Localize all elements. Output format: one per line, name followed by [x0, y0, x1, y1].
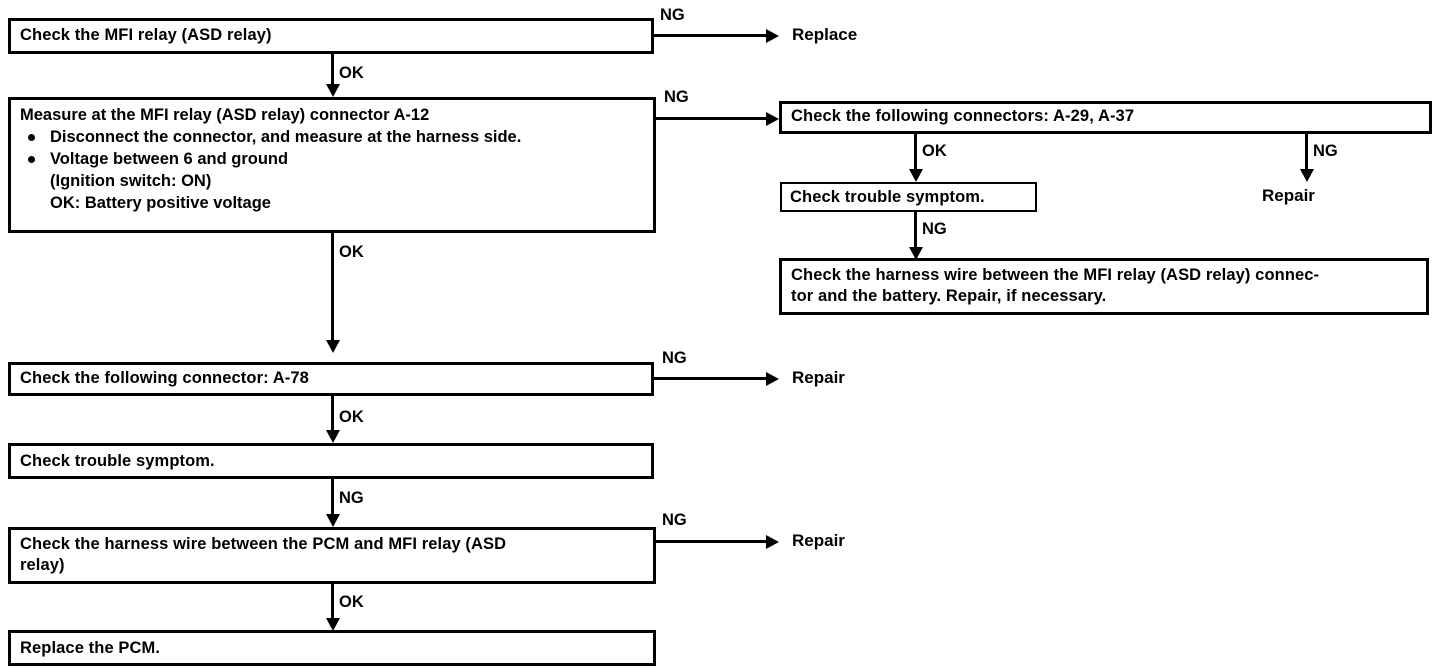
terminal-replace: Replace [792, 25, 858, 44]
node-check-mfi-relay-label: Check the MFI relay (ASD relay) [20, 26, 272, 44]
edge-harness-pcm-ng-arrowhead [766, 535, 779, 549]
edge-a78-ng-line [652, 377, 770, 380]
node-check-harness-battery: Check the harness wire between the MFI r… [779, 258, 1429, 315]
edge-connectors-ok-line [914, 134, 917, 172]
edge-label-ok-harness-pcm: OK [339, 593, 364, 611]
node-check-harness-pcm: Check the harness wire between the PCM a… [8, 527, 656, 584]
edge-measure-ng-line [654, 117, 770, 120]
node-check-harness-battery-label: Check the harness wire between the MFI r… [791, 266, 1320, 305]
edge-label-ng-harness-pcm: NG [662, 511, 687, 529]
edge-connectors-ng-arrowhead [1300, 169, 1314, 182]
node-check-mfi-relay: Check the MFI relay (ASD relay) [8, 18, 654, 54]
edge-a78-ng-arrowhead [766, 372, 779, 386]
edge-label-ng-relay: NG [660, 6, 685, 24]
terminal-repair-right: Repair [1262, 186, 1315, 205]
edge-label-ng-measure: NG [664, 88, 689, 106]
node-check-trouble-symptom-left-label: Check trouble symptom. [20, 452, 215, 470]
bullet-dot-icon [28, 156, 35, 163]
terminal-repair-a78: Repair [792, 368, 845, 387]
node-replace-pcm-label: Replace the PCM. [20, 639, 161, 657]
node-check-trouble-symptom-right: Check trouble symptom. [780, 182, 1037, 212]
edge-trouble-left-ng-arrowhead [326, 514, 340, 527]
edge-connectors-ng-line [1305, 134, 1308, 172]
edge-a78-ok-line [331, 396, 334, 433]
edge-connectors-ok-arrowhead [909, 169, 923, 182]
edge-harness-pcm-ng-line [654, 540, 770, 543]
edge-label-ng-a78: NG [662, 349, 687, 367]
edge-label-ok-relay: OK [339, 64, 364, 82]
node-measure-connector-content: Measure at the MFI relay (ASD relay) con… [20, 104, 647, 214]
edge-measure-ok-line [331, 233, 334, 343]
node-measure-connector: Measure at the MFI relay (ASD relay) con… [8, 97, 656, 233]
edge-relay-ok-line [331, 54, 334, 87]
measure-heading: Measure at the MFI relay (ASD relay) con… [20, 106, 430, 124]
measure-line-3: (Ignition switch: ON) [50, 172, 212, 190]
terminal-repair-pcm: Repair [792, 531, 845, 550]
edge-relay-ok-arrowhead [326, 84, 340, 97]
edge-label-ng-trouble-right: NG [922, 220, 947, 238]
edge-label-ok-connectors: OK [922, 142, 947, 160]
node-check-connector-a78-label: Check the following connector: A-78 [20, 369, 309, 387]
edge-trouble-right-ng-arrowhead [909, 247, 923, 260]
node-check-trouble-symptom-right-label: Check trouble symptom. [790, 188, 985, 206]
edge-label-ng-connectors: NG [1313, 142, 1338, 160]
bullet-dot-icon [28, 134, 35, 141]
edge-trouble-left-ng-line [331, 479, 334, 517]
node-check-connectors-a29-a37: Check the following connectors: A-29, A-… [779, 101, 1432, 134]
edge-harness-pcm-ok-arrowhead [326, 618, 340, 631]
measure-bullet-1: Disconnect the connector, and measure at… [50, 128, 522, 146]
edge-relay-ng-arrowhead [766, 29, 779, 43]
edge-a78-ok-arrowhead [326, 430, 340, 443]
edge-relay-ng-line [652, 34, 770, 37]
edge-label-ok-a78: OK [339, 408, 364, 426]
node-check-harness-pcm-label: Check the harness wire between the PCM a… [20, 535, 507, 574]
edge-trouble-right-ng-line [914, 212, 917, 250]
edge-measure-ng-arrowhead [766, 112, 779, 126]
edge-label-ng-trouble-left: NG [339, 489, 364, 507]
node-check-trouble-symptom-left: Check trouble symptom. [8, 443, 654, 479]
edge-label-ok-measure: OK [339, 243, 364, 261]
node-check-connectors-a29-a37-label: Check the following connectors: A-29, A-… [791, 107, 1135, 125]
measure-bullet-2-row: Voltage between 6 and ground [20, 148, 647, 170]
edge-harness-pcm-ok-line [331, 584, 334, 621]
measure-line-4: OK: Battery positive voltage [50, 194, 271, 212]
edge-measure-ok-arrowhead [326, 340, 340, 353]
node-replace-pcm: Replace the PCM. [8, 630, 656, 666]
measure-bullet-1-row: Disconnect the connector, and measure at… [20, 126, 647, 148]
measure-bullet-2: Voltage between 6 and ground [50, 150, 289, 168]
node-check-connector-a78: Check the following connector: A-78 [8, 362, 654, 396]
